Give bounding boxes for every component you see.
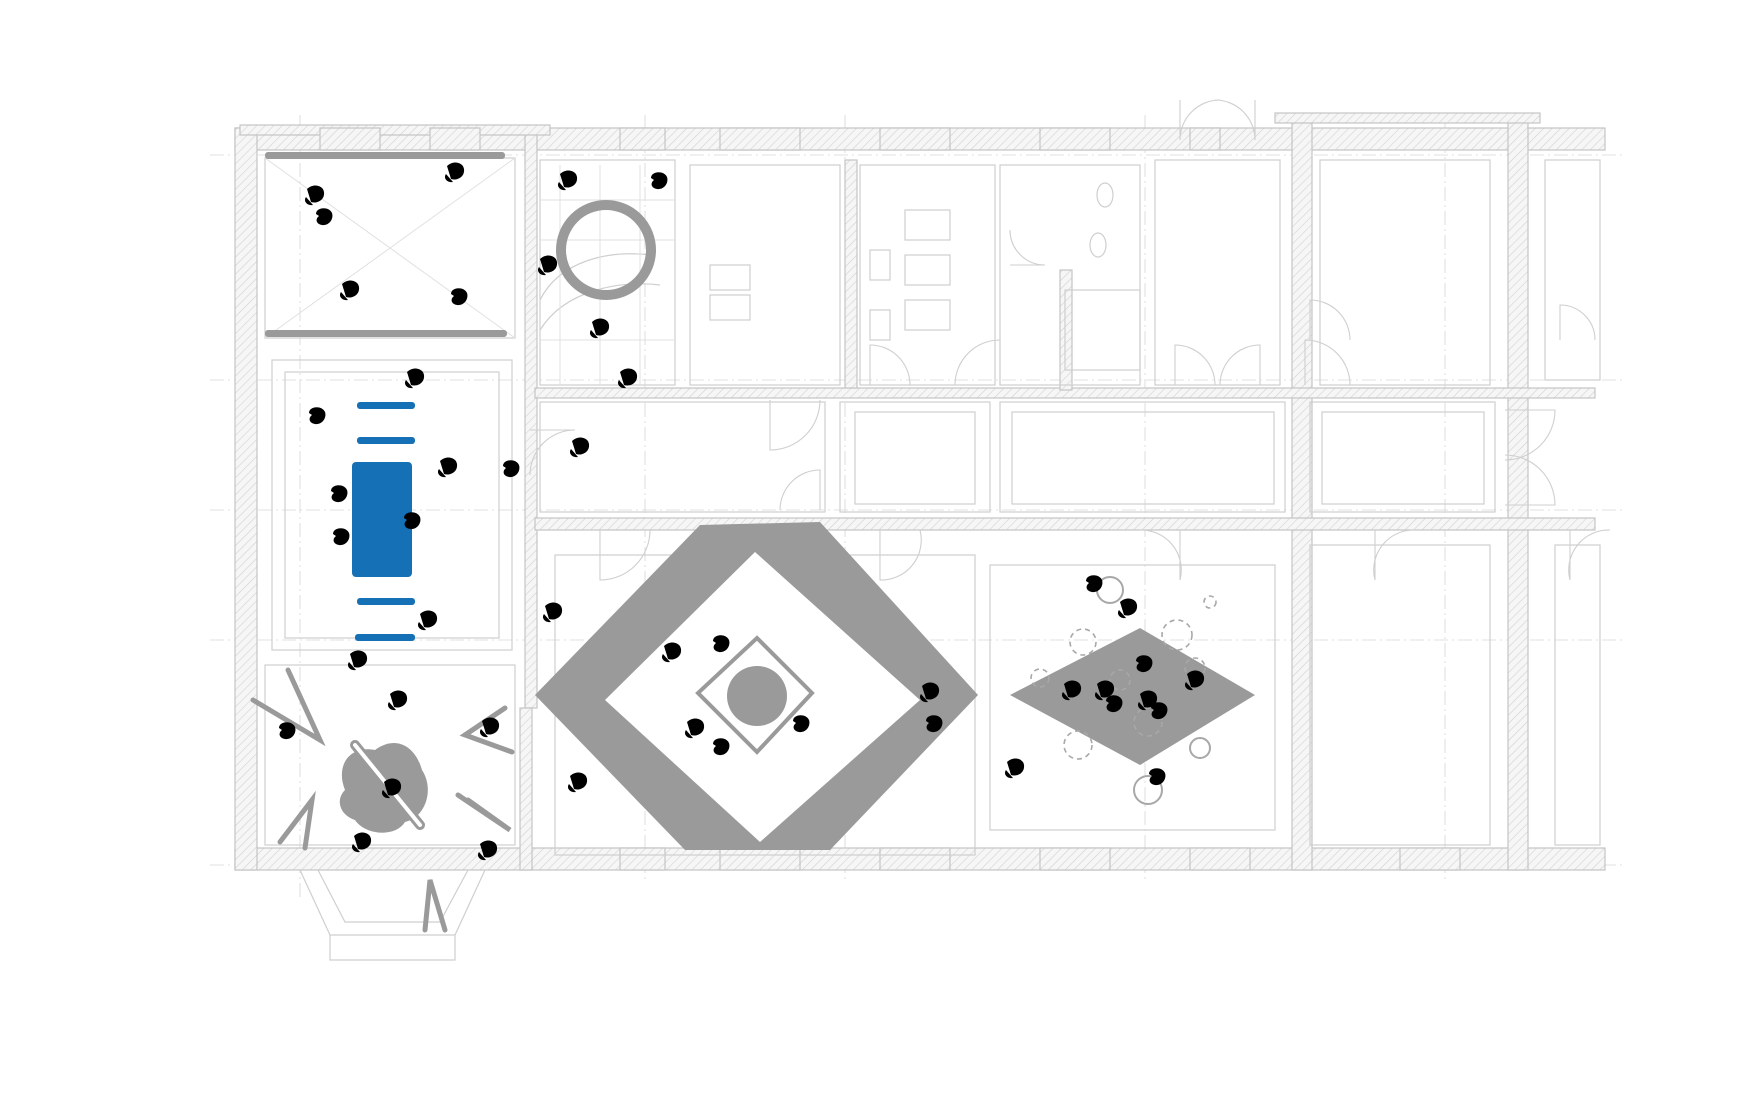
person-figure-icon bbox=[589, 318, 610, 339]
rotating-bar-round-platform bbox=[339, 740, 428, 833]
person-figure-icon bbox=[479, 717, 500, 738]
room-outlines bbox=[264, 157, 1601, 856]
person-figure-icon bbox=[279, 722, 296, 740]
person-figure-icon bbox=[333, 528, 350, 546]
door-swings bbox=[529, 99, 1611, 581]
person-figure-icon bbox=[387, 690, 408, 711]
person-figure-icon bbox=[437, 457, 458, 478]
person-figure-icon bbox=[347, 650, 368, 671]
gray-bar-top bbox=[265, 152, 505, 159]
person-figure-icon bbox=[316, 208, 333, 226]
facade-pillars bbox=[319, 127, 1461, 871]
spiral-ring bbox=[556, 200, 656, 300]
central-round-table bbox=[695, 635, 815, 755]
blue-table-with-benches bbox=[352, 402, 415, 641]
building-plan bbox=[210, 99, 1625, 961]
person-figure-icon bbox=[444, 162, 465, 183]
person-figure-icon bbox=[304, 185, 325, 206]
person-figure-icon bbox=[542, 602, 563, 623]
person-figure-icon bbox=[1117, 598, 1138, 619]
person-figure-icon bbox=[569, 437, 590, 458]
person-figure-icon bbox=[503, 460, 520, 478]
sanitary-fixtures bbox=[709, 182, 1141, 371]
person-figure-icon bbox=[557, 170, 578, 191]
staircase bbox=[539, 165, 675, 385]
person-figure-icon bbox=[331, 485, 348, 503]
person-figure-icon bbox=[1004, 758, 1025, 779]
person-figure-icon bbox=[404, 512, 421, 530]
person-figure-icon bbox=[537, 255, 558, 276]
person-figure-icon bbox=[651, 172, 668, 190]
person-figure-icon bbox=[567, 772, 588, 793]
person-figure-icon bbox=[417, 610, 438, 631]
person-figure-icon bbox=[1086, 575, 1103, 593]
person-figure-icon bbox=[309, 407, 326, 425]
exterior-walls bbox=[234, 112, 1606, 871]
sweep-strokes bbox=[250, 667, 515, 933]
person-figure-icon bbox=[339, 280, 360, 301]
bay-window bbox=[299, 869, 486, 961]
person-figure-icon bbox=[404, 368, 425, 389]
installations bbox=[250, 152, 1255, 933]
gray-diamond-carpet bbox=[1010, 576, 1255, 805]
gray-bar-bottom bbox=[265, 330, 507, 337]
person-figure-icon bbox=[1149, 768, 1166, 786]
